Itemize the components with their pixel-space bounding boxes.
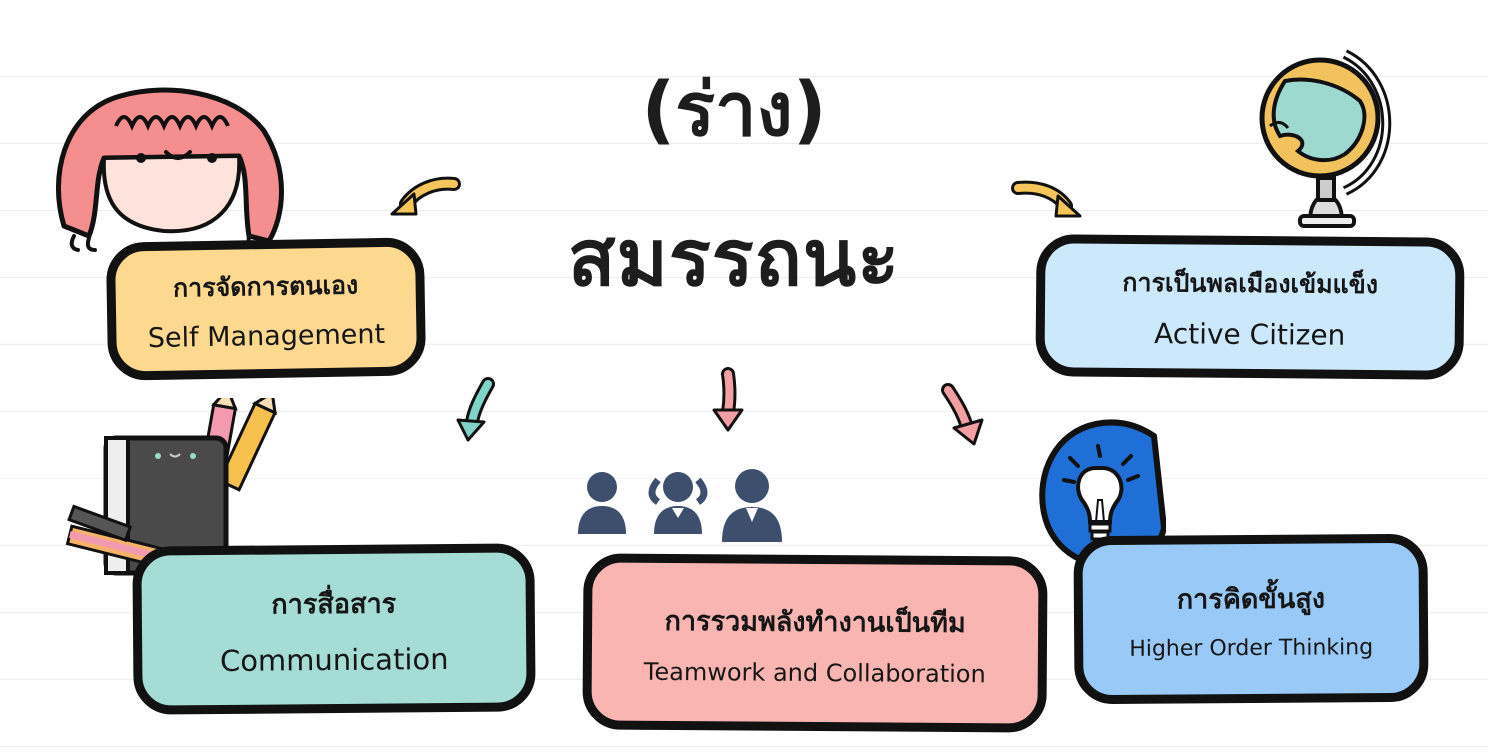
competency-communication: การสื่อสาร Communication: [132, 543, 536, 715]
arrow-to-self-management: [390, 176, 461, 216]
draft-label: (ร่าง): [641, 67, 827, 153]
competency-english-label: Communication: [219, 641, 449, 678]
arrow-to-teamwork: [712, 367, 744, 432]
competency-thai-label: การจัดการตนเอง: [172, 269, 359, 303]
competency-higher-order-thinking: การคิดขั้นสูง Higher Order Thinking: [1073, 533, 1429, 705]
competency-teamwork: การรวมพลังทำงานเป็นทีม Teamwork and Coll…: [582, 553, 1048, 733]
competency-active-citizen: การเป็นพลเมืองเข้มแข็ง Active Citizen: [1035, 234, 1465, 380]
competency-thai-label: การรวมพลังทำงานเป็นทีม: [664, 605, 966, 639]
competency-english-label: Self Management: [147, 318, 386, 354]
competency-english-label: Higher Order Thinking: [1129, 635, 1374, 662]
competency-english-label: Teamwork and Collaboration: [643, 657, 986, 688]
competency-self-management: การจัดการตนเอง Self Management: [105, 237, 427, 381]
people-icon: [578, 469, 782, 542]
competency-thai-label: การเป็นพลเมืองเข้มแข็ง: [1122, 267, 1379, 299]
arrow-to-higher-thinking: [941, 383, 984, 446]
competency-thai-label: การคิดขั้นสูง: [1176, 583, 1326, 616]
competency-thai-label: การสื่อสาร: [271, 587, 397, 621]
globe-icon: [1259, 49, 1392, 228]
girl-face-icon: [55, 87, 284, 252]
arrow-to-communication: [456, 377, 495, 442]
arrow-to-active-citizen: [1011, 180, 1082, 218]
main-title: สมรรถนะ: [567, 214, 901, 304]
competency-english-label: Active Citizen: [1153, 316, 1346, 352]
